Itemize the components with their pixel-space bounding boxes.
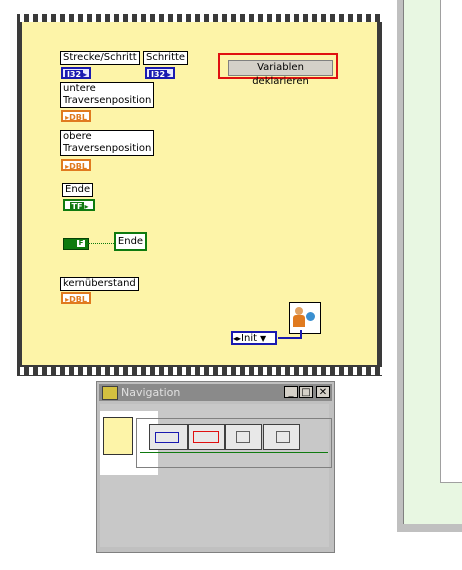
variablen-deklarieren-button[interactable]: Variablen deklarieren xyxy=(228,60,333,87)
terminal-dbl-untere[interactable]: ▸DBL xyxy=(61,110,91,122)
boolean-constant-false[interactable]: F xyxy=(63,238,89,250)
maximize-button[interactable]: □ xyxy=(299,386,313,398)
local-variable-ende[interactable]: Ende xyxy=(114,232,147,251)
terminal-dbl-obere[interactable]: ▸DBL xyxy=(61,159,91,171)
subvi-person-icon[interactable] xyxy=(289,302,321,334)
label-strecke-schritt: Strecke/Schritt xyxy=(60,51,140,65)
nav-thumbnail-outline xyxy=(136,418,332,468)
init-enum-constant[interactable]: ◂▸Init▼ xyxy=(231,331,277,345)
labview-app-icon xyxy=(102,386,118,400)
nav-thumbnail-frame-3 xyxy=(188,424,225,450)
nav-thumbnail-frame-5 xyxy=(263,424,300,450)
terminal-bool-ende[interactable]: TF▸ xyxy=(63,199,95,211)
label-kernueberstand: kernüberstand xyxy=(60,277,139,291)
terminal-dbl-kern[interactable]: ▸DBL xyxy=(61,292,91,304)
label-obere-traversenposition: obere Traversenposition xyxy=(60,130,154,156)
right-panel-white-area xyxy=(440,0,462,483)
minimize-button[interactable]: _ xyxy=(284,386,298,398)
navigation-window: Navigation _ □ ✕ xyxy=(96,381,335,553)
nav-thumbnail-frame-4 xyxy=(225,424,262,450)
wire-init xyxy=(278,337,300,339)
dropdown-arrow-icon[interactable]: ▼ xyxy=(260,334,267,343)
navigation-title: Navigation xyxy=(121,386,181,399)
navigation-titlebar[interactable]: Navigation _ □ ✕ xyxy=(99,384,332,401)
nav-thumbnail-frame-2 xyxy=(149,424,188,450)
wire-init-vertical xyxy=(300,330,302,339)
terminal-i32-schritte[interactable]: I32▸ xyxy=(145,67,175,79)
label-ende: Ende xyxy=(62,183,94,197)
enum-arrows-icon: ◂▸ xyxy=(233,334,242,343)
label-untere-traversenposition: untere Traversenposition xyxy=(60,82,154,108)
nav-thumbnail-wire xyxy=(140,452,328,453)
nav-thumbnail-frame-1 xyxy=(103,417,133,455)
wire-boolean xyxy=(88,243,114,244)
variablen-deklarieren-highlight: Variablen deklarieren xyxy=(218,53,338,87)
close-button[interactable]: ✕ xyxy=(316,386,330,398)
terminal-i32-strecke[interactable]: I32▸ xyxy=(61,67,91,79)
sequence-film-top xyxy=(17,14,382,22)
navigation-overview[interactable] xyxy=(100,404,332,547)
label-schritte: Schritte xyxy=(143,51,189,65)
sequence-film-bottom xyxy=(17,367,382,375)
